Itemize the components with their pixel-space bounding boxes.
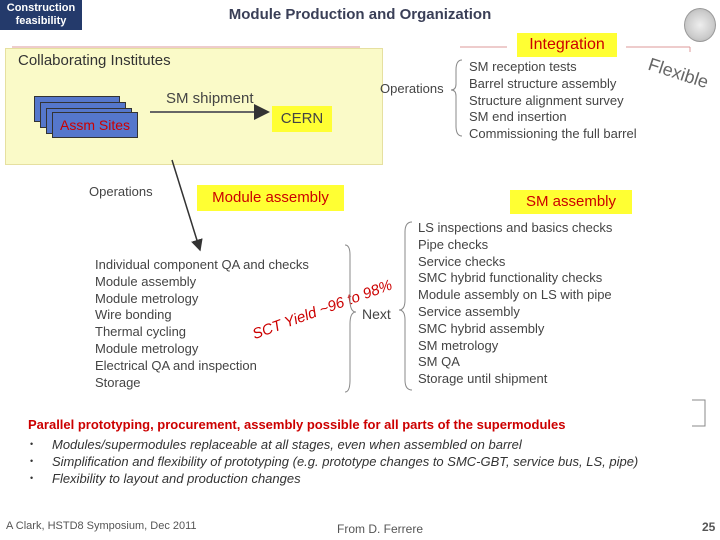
list-item: Service checks [418, 253, 506, 269]
module-assembly-list: Individual component QA and checks Modul… [95, 257, 309, 391]
cern-box: CERN [272, 106, 332, 132]
list-item: Wire bonding [95, 307, 172, 323]
bullet-icon: • [30, 456, 34, 466]
footer-author: A Clark, HSTD8 Symposium, Dec 2011 [6, 520, 197, 532]
list-item: LS inspections and basics checks [418, 220, 613, 235]
list-item: Module metrology [95, 340, 199, 356]
module-assembly-label: Module assembly [197, 185, 344, 211]
section-tag-line-2: feasibility [15, 15, 67, 27]
list-item: • Modules/supermodules replaceable at all… [30, 436, 638, 453]
summary-bullets: • Modules/supermodules replaceable at all… [30, 436, 638, 487]
list-item: Module metrology [95, 290, 199, 306]
list-item: Electrical QA and inspection [95, 357, 257, 373]
summary-bracket [692, 399, 706, 427]
integration-operations-label: Operations [380, 81, 444, 96]
bullet-icon: • [30, 439, 34, 449]
university-seal-icon [684, 8, 716, 42]
list-item: Thermal cycling [95, 324, 187, 340]
sm-shipment-label: SM shipment [166, 90, 254, 107]
list-item: SM QA [418, 354, 460, 370]
integration-list: SM reception tests Barrel structure asse… [469, 59, 637, 143]
list-item: Structure alignment survey [469, 92, 624, 108]
footer-source: From D. Ferrere [337, 522, 424, 536]
module-operations-label: Operations [89, 184, 153, 199]
section-tag: Construction feasibility [0, 0, 82, 30]
list-item: SM end insertion [469, 109, 567, 125]
list-item: Commissioning the full barrel [469, 126, 637, 142]
module-brace [344, 244, 357, 393]
slide-title: Module Production and Organization [228, 6, 492, 23]
list-item: Service assembly [418, 303, 520, 319]
list-item: • Simplification and flexibility of proto… [30, 453, 638, 470]
institutes-title: Collaborating Institutes [18, 52, 171, 69]
integration-label: Integration [517, 33, 617, 57]
list-item: Storage until shipment [418, 371, 548, 387]
page-number: 25 [702, 520, 716, 534]
list-item: SM metrology [418, 337, 499, 353]
list-item: Individual component QA and checks [95, 257, 309, 272]
next-label: Next [362, 306, 391, 322]
sm-brace [398, 221, 413, 391]
bullet-text: Flexibility to layout and production cha… [52, 471, 301, 486]
sm-assembly-list: LS inspections and basics checks Pipe ch… [418, 220, 612, 388]
list-item: SMC hybrid assembly [418, 320, 545, 336]
list-item: SMC hybrid functionality checks [418, 270, 603, 286]
bullet-text: Modules/supermodules replaceable at all … [52, 437, 522, 452]
bullet-icon: • [30, 473, 34, 483]
sm-assembly-label: SM assembly [510, 190, 632, 214]
bullet-text: Simplification and flexibility of protot… [52, 454, 639, 469]
list-item: SM reception tests [469, 59, 577, 74]
list-item: Barrel structure assembly [469, 75, 617, 91]
list-item: Pipe checks [418, 236, 489, 252]
list-item: Module assembly on LS with pipe [418, 287, 612, 303]
list-item: Module assembly [95, 273, 197, 289]
summary-headline: Parallel prototyping, procurement, assem… [28, 417, 566, 432]
section-tag-line-1: Construction [6, 2, 76, 14]
assm-sites-card: Assm Sites [52, 112, 138, 138]
list-item: Storage [95, 374, 141, 390]
integration-brace [450, 59, 463, 137]
list-item: • Flexibility to layout and production ch… [30, 470, 638, 487]
operations-arrow [171, 159, 203, 252]
